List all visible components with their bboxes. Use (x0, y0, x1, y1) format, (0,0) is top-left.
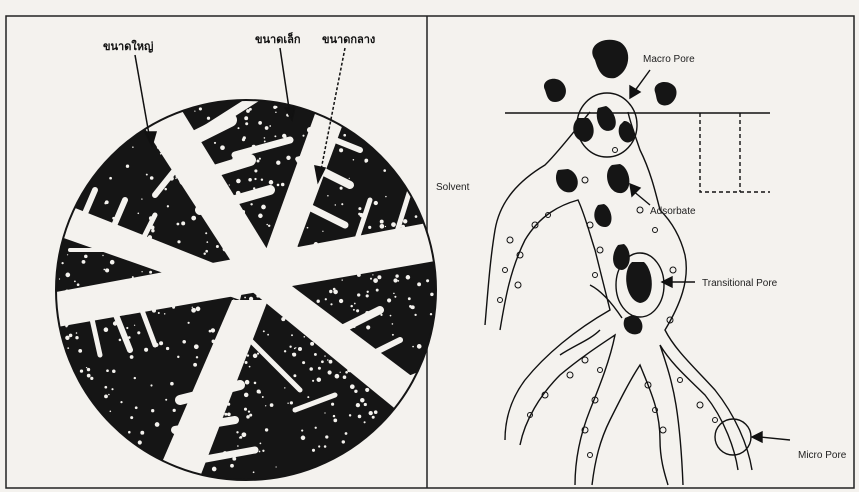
label-micro-pore: Micro Pore (798, 450, 847, 461)
adsorbate-blobs (544, 40, 677, 335)
right-leader-arrows (630, 70, 790, 442)
label-transitional-pore: Transitional Pore (702, 278, 778, 289)
label-adsorbate: Adsorbate (650, 206, 696, 217)
right-labels: Macro Pore Solvent Adsorbate Transitiona… (436, 54, 847, 461)
label-medium-pore: ขนาดกลาง (322, 33, 375, 46)
carbon-particle-cross-section (40, 75, 470, 490)
label-large-pore: ขนาดใหญ่ (103, 39, 153, 53)
label-macro-pore: Macro Pore (643, 54, 695, 65)
label-solvent: Solvent (436, 182, 470, 193)
depth-bracket (700, 113, 770, 192)
pore-schematic (485, 93, 770, 485)
label-small-pore: ขนาดเล็ก (255, 32, 301, 46)
